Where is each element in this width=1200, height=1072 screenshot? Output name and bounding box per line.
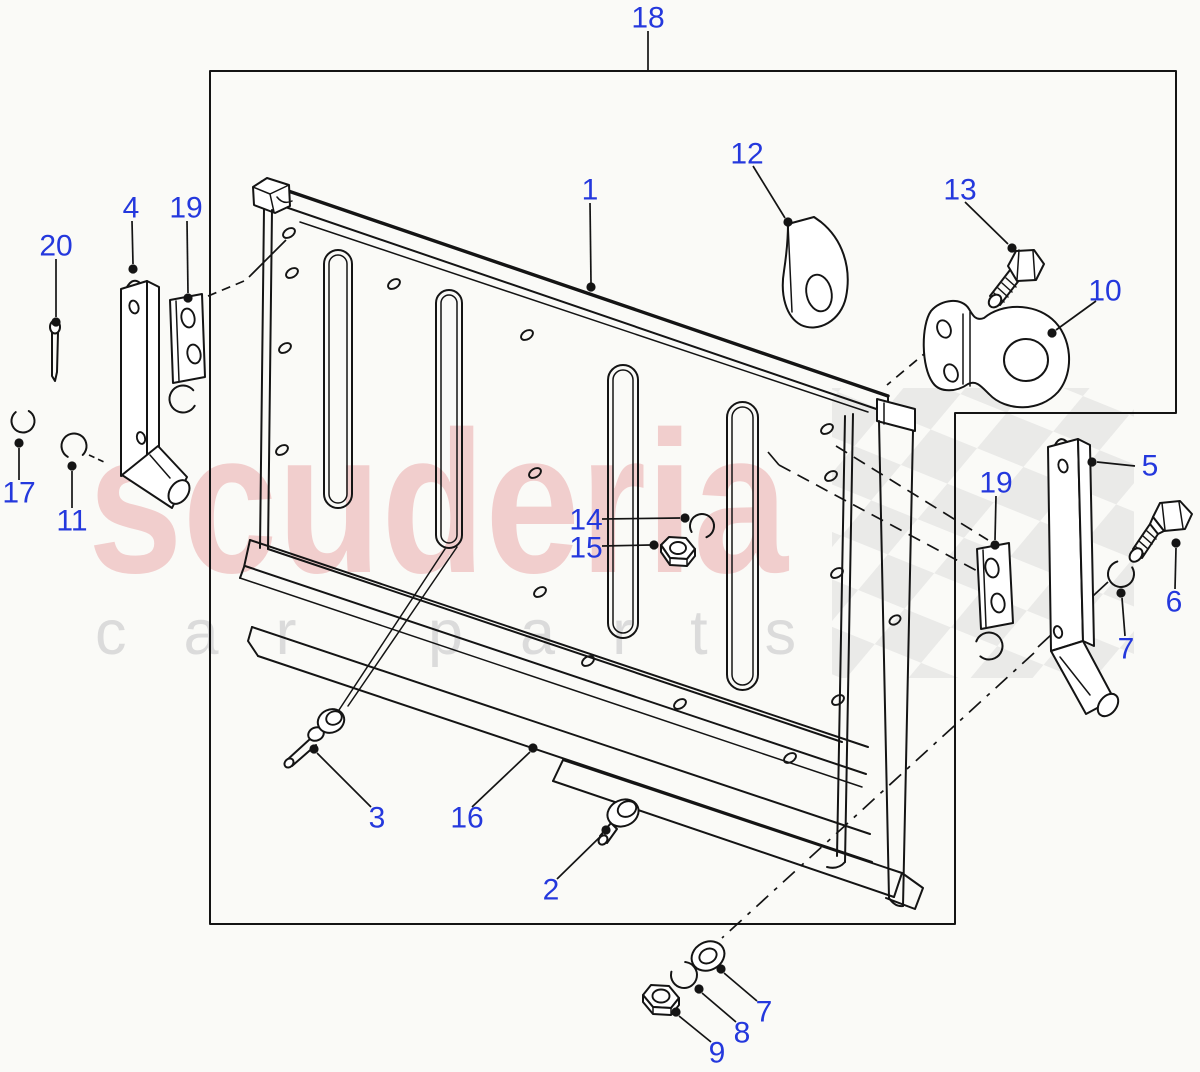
leader-line-4 [131,220,134,265]
leader-dot-7 [1116,588,1126,598]
leader-line-9 [678,1015,712,1043]
callout-12: 12 [730,138,763,171]
spring-washer-11 [60,432,88,460]
leader-line-16 [471,751,531,808]
callout-14: 14 [569,504,602,537]
leader-dot-3 [309,744,319,754]
leader-line-6 [1174,547,1177,590]
watermark-subtitle: car parts [95,598,853,668]
leader-dot-14 [680,513,690,523]
leader-dot-10 [1047,328,1057,338]
leader-line-13 [964,201,1009,245]
leader-dot-17 [14,438,24,448]
pin-3 [283,708,346,769]
nut-15 [660,536,696,567]
lower-rail [239,539,873,863]
leader-dot-2 [601,825,611,835]
leader-line-3 [316,752,372,808]
leader-dot-20 [51,317,61,327]
leader-dot-16 [528,743,538,753]
watermark-brand: scuderia [88,389,789,615]
leader-line-8 [701,992,737,1023]
corner-cap [252,177,293,214]
bolt-13 [987,249,1045,309]
callout-6: 6 [1166,586,1183,619]
hinge-bracket-left [120,279,191,509]
callout-1: 1 [582,174,599,207]
callout-20: 20 [39,230,72,263]
leader-dot-19 [990,540,1000,550]
callout-18: 18 [631,2,664,35]
callout-10: 10 [1088,275,1121,308]
bottom-angle-strip [552,759,924,910]
leader-line-7 [1121,597,1126,637]
leader-dot-4 [128,264,138,274]
watermark: scuderia car parts [88,388,1134,678]
leader-line-19 [994,495,997,541]
callout-2: 2 [543,874,560,907]
nut-9 [642,984,680,1016]
callout-13: 13 [943,174,976,207]
callout-3: 3 [369,802,386,835]
leader-dot-9 [671,1007,681,1017]
leader-dot-5 [1087,457,1097,467]
angle-bracket-12 [781,216,849,329]
leader-dot-12 [783,217,793,227]
callout-5: 5 [1142,450,1159,483]
callout-15: 15 [569,532,602,565]
callout-8: 8 [734,1017,751,1050]
bolt-6 [1128,500,1193,563]
callout-7: 7 [1118,633,1135,666]
leader-line-7 [723,972,758,1002]
split-pin [49,319,61,382]
spring-washer-14 [689,513,715,539]
border-box [209,70,1177,925]
bolt-2 [597,798,640,846]
panel-holes [275,227,902,764]
leader-dot-7 [716,964,726,974]
callout-17: 17 [2,477,35,510]
leader-dot-11 [67,461,77,471]
end-capping-strip [876,398,916,908]
snap-ring [10,408,36,434]
leader-dot-13 [1007,243,1017,253]
leader-dot-8 [694,984,704,994]
panel-slots [323,249,759,691]
leader-dot-1 [586,282,596,292]
tailgate-panel [239,177,924,910]
leader-line-2 [556,833,604,880]
callout-4: 4 [123,192,140,225]
hinge-bracket-right [1047,438,1120,718]
leader-dot-6 [1171,538,1181,548]
callout-16: 16 [450,802,483,835]
callout-19: 19 [979,467,1012,500]
flat-washer-7-bottom [690,940,726,972]
top-capping-strip [260,180,890,414]
leader-line-14 [601,517,681,520]
leader-line-1 [589,202,592,284]
leader-line-5 [1096,461,1136,467]
spring-washer-8 [670,961,698,989]
leader-line-19 [186,220,189,294]
assembly-dash-lines [88,239,1109,939]
callout-19: 19 [169,192,202,225]
callout-9: 9 [709,1037,726,1070]
leader-line-12 [752,165,786,219]
leader-line-15 [601,544,651,547]
spring-washer-7-right [1107,560,1135,588]
callout-7: 7 [756,996,773,1029]
leader-dot-15 [649,540,659,550]
leader-line-10 [1055,300,1097,331]
callout-11: 11 [56,505,87,538]
lashing-ring-10 [922,300,1070,409]
leader-dot-19 [183,293,193,303]
